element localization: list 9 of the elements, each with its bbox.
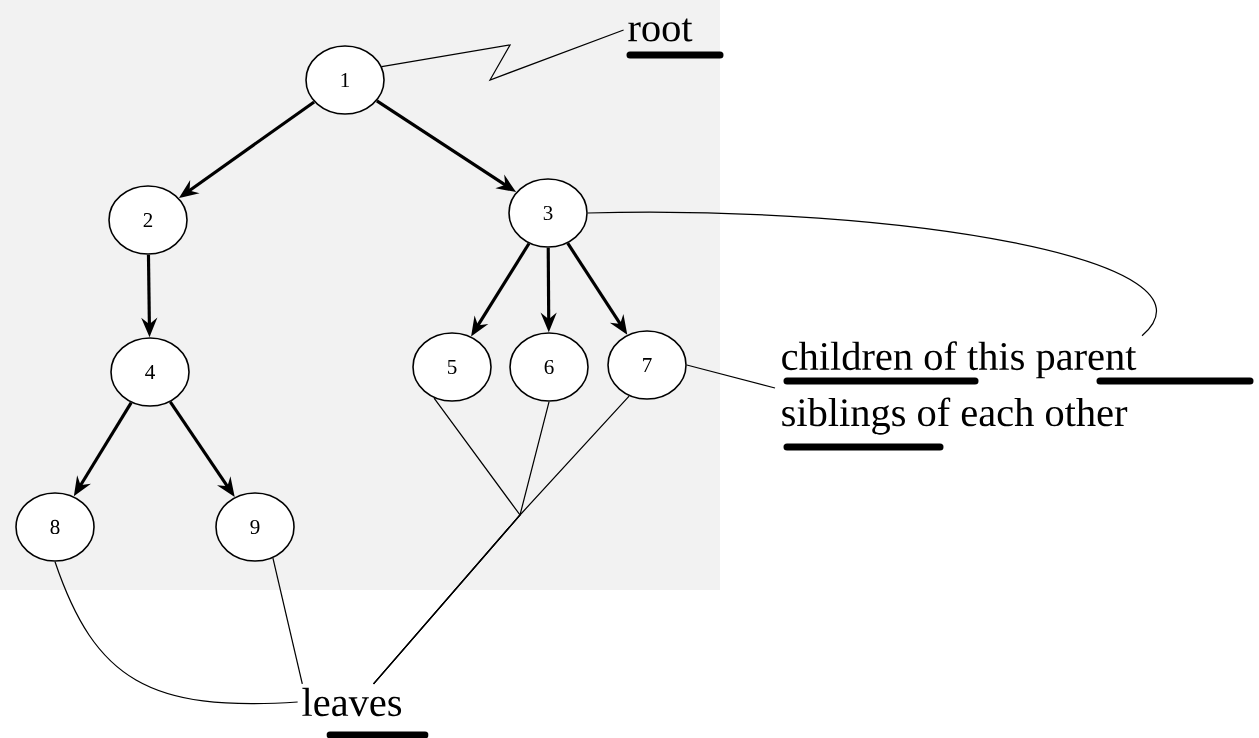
leader-line xyxy=(587,211,1157,337)
leader-line xyxy=(381,29,625,82)
leader-line xyxy=(686,364,776,389)
leader-line xyxy=(372,395,630,685)
term-label: root xyxy=(628,18,693,42)
leader-line xyxy=(272,557,303,685)
leader-line xyxy=(54,561,299,705)
term-label: leaves xyxy=(302,687,402,717)
term-label: children of this parent siblings of each other xyxy=(782,341,1137,435)
